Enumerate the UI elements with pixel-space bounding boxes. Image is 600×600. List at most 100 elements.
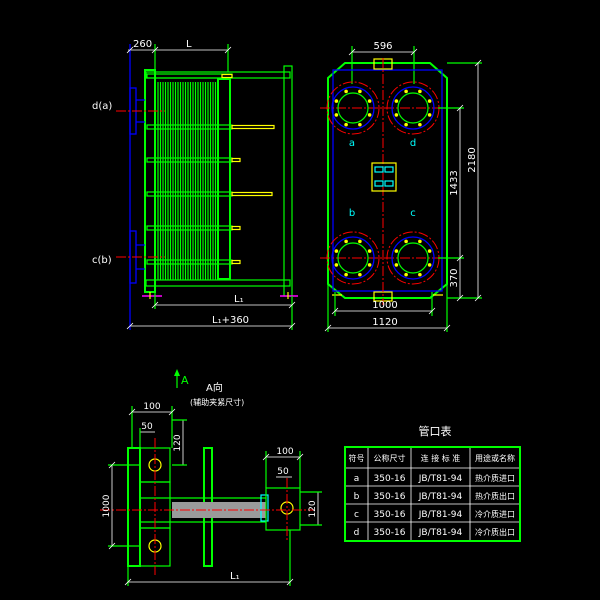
table-cell-symbol: b	[354, 492, 360, 502]
detail-subtitle: (辅助夹紧尺寸)	[190, 397, 244, 407]
table-header-size: 公称尺寸	[374, 453, 406, 463]
nozzle-table: 管口表 符号 公称尺寸 连 接 标 准 用途或名称 a 350-16 JB/T8…	[344, 424, 521, 542]
table-header-purpose: 用途或名称	[475, 453, 515, 463]
dim-ticks-100-left	[128, 408, 176, 416]
nozzle-pipe-lower	[136, 244, 145, 270]
table-cell-size: 350-16	[374, 528, 406, 538]
nameplate-mark	[374, 166, 384, 173]
dim-L-label: L	[186, 39, 192, 50]
dim-ticks-100-right	[262, 453, 304, 461]
extension-lines-120-right	[300, 491, 322, 526]
nameplate	[371, 162, 397, 192]
table-cell-standard: JB/T81-94	[418, 492, 463, 502]
fixed-frame-plate	[144, 69, 156, 293]
port-flange	[391, 86, 435, 130]
extension-lines-bottom-front	[327, 284, 448, 332]
dim-2180-label: 2180	[467, 147, 478, 172]
dim-L1-plus-360-label: L₁+360	[212, 315, 249, 326]
tie-bolts	[146, 73, 275, 265]
flange-bolt-hole	[344, 122, 348, 127]
flange-bolt-hole	[418, 122, 422, 127]
extension-lines-1000-detail	[108, 464, 140, 547]
dim-ticks-596	[348, 48, 418, 56]
dim-100-right-label: 100	[276, 447, 293, 457]
frame-plate-inner	[332, 69, 443, 292]
table-cell-size: 350-16	[374, 510, 406, 520]
dim-50-left-label: 50	[141, 422, 153, 432]
dim-1433-label: 1433	[449, 170, 460, 195]
dim-1000-label: 1000	[372, 300, 397, 311]
dim-L1-label: L₁	[234, 294, 244, 305]
port-flange	[331, 236, 375, 280]
table-title: 管口表	[419, 424, 452, 438]
table-cell-standard: JB/T81-94	[418, 474, 463, 484]
flange-bolt-hole	[394, 263, 399, 267]
flange-bolt-hole	[367, 249, 372, 253]
flange-bolt-hole	[367, 263, 372, 267]
side-view: 260 L d(a) c(b)	[92, 39, 298, 330]
tie-bolt-rod	[231, 157, 241, 163]
port-flange	[391, 236, 435, 280]
port-bore	[337, 242, 369, 274]
flange-bolt-hole	[418, 89, 422, 94]
port-bore	[397, 242, 429, 274]
flange-bolt-hole	[427, 99, 432, 103]
gasket-circle	[326, 231, 380, 285]
flange-bolt-hole	[394, 113, 399, 117]
port-bore	[397, 92, 429, 124]
dim-50-right-label: 50	[277, 467, 289, 477]
dim-ticks-bottom-front	[324, 307, 451, 332]
flange-bolt-hole	[367, 113, 372, 117]
dim-1120-label: 1120	[372, 317, 397, 328]
flange-bolt-hole	[358, 272, 362, 277]
table-header-standard: 连 接 标 准	[421, 453, 461, 463]
flange-bolt-hole	[344, 272, 348, 277]
port-d-label: d	[410, 138, 416, 149]
nameplate-mark	[384, 180, 394, 187]
dim-ticks-L1-plus-360	[126, 322, 296, 330]
port-flange	[331, 86, 375, 130]
table-cell-size: 350-16	[374, 492, 406, 502]
table-cell-purpose: 冷介质出口	[475, 527, 515, 537]
gasket-circle	[326, 81, 380, 135]
flange-bolt-hole	[334, 99, 339, 103]
table-cell-purpose: 热介质进口	[475, 473, 515, 483]
dim-260-label: 260	[133, 39, 152, 50]
clamp-end-plate	[127, 447, 141, 567]
flange-bolt-hole	[427, 249, 432, 253]
port-bore	[337, 92, 369, 124]
port-a	[326, 81, 380, 135]
dim-596-label: 596	[373, 41, 392, 52]
tie-bolt-body	[146, 124, 233, 130]
flange-bolt-hole	[334, 249, 339, 253]
flange-bolt-hole	[404, 272, 408, 277]
table-cell-purpose: 冷介质进口	[475, 509, 515, 519]
flange-bolt-hole	[367, 99, 372, 103]
dim-ticks-top	[126, 46, 232, 54]
tie-bolt-nut	[221, 73, 233, 79]
tie-bolt-body	[146, 73, 233, 79]
flange-bolt-hole	[358, 239, 362, 244]
nameplate-mark	[384, 166, 394, 173]
tie-bar-collar	[260, 494, 269, 522]
table-cell-symbol: a	[354, 474, 360, 484]
detail-view-a: A A向 (辅助夹紧尺寸) 100 50 120 1000	[100, 369, 322, 586]
tie-bolt-body	[146, 225, 233, 231]
table-border	[344, 446, 521, 542]
flange-bolt-hole	[334, 113, 339, 117]
frame-plate-outline	[327, 62, 448, 299]
flange-bolt-hole	[404, 89, 408, 94]
table-cell-purpose: 热介质出口	[475, 491, 515, 501]
flange-bolt-hole	[344, 89, 348, 94]
flange-bolt-hole	[427, 263, 432, 267]
dim-370-label: 370	[449, 268, 460, 287]
extension-lines-100-left	[131, 406, 173, 448]
table-cell-size: 350-16	[374, 474, 406, 484]
dim-L1-detail-label: L₁	[230, 571, 240, 582]
extension-lines-bottom	[154, 292, 293, 330]
section-mark-label: A	[181, 374, 189, 387]
flange-bolt-hole	[427, 113, 432, 117]
flange-bolt-hole	[394, 99, 399, 103]
flange-bolt-hole	[418, 239, 422, 244]
